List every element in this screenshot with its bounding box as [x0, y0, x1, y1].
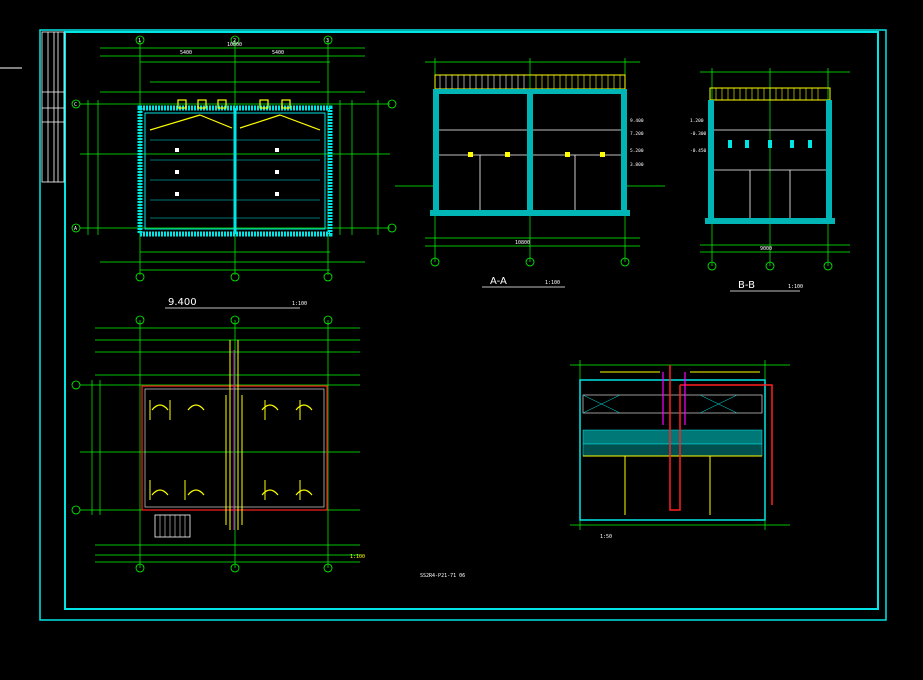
- plan-top-view: 1 2 3 C A 10800 5400 5400: [71, 35, 397, 309]
- section-aa-scale: 1:100: [545, 280, 560, 286]
- axis-1-top: 1: [138, 38, 141, 44]
- elev-6: -0.300: [690, 131, 707, 137]
- section-aa-dim: 10800: [515, 240, 530, 246]
- section-bb-title: B-B: [738, 280, 755, 291]
- elev-2: 7.200: [630, 131, 644, 137]
- detail-scale: 1:50: [600, 534, 612, 540]
- left-title-strip: [41, 31, 65, 183]
- section-aa-title: A-A: [490, 276, 507, 287]
- axis-2-top: 2: [233, 38, 236, 44]
- detail-section: 1:50: [570, 360, 790, 540]
- section-aa: A-A 1:100 10800: [395, 58, 665, 288]
- section-bb: B-B 1:100 9000: [700, 68, 850, 292]
- plan-top-overall-dim: 10800: [227, 42, 242, 48]
- axis-c-left: C: [74, 102, 77, 108]
- drawing-code: SS2R4-P21-71 06: [420, 573, 465, 579]
- outer-sheet-border: [39, 29, 887, 621]
- section-bb-dim: 9000: [760, 246, 772, 252]
- elev-5: 1.200: [690, 118, 704, 124]
- plan-bottom-view: 1:100 SS2R4-P21-71 06: [71, 315, 465, 579]
- plan-top-scale: 1:100: [292, 301, 307, 307]
- inner-sheet-border: [64, 31, 879, 610]
- section-bb-scale: 1:100: [788, 284, 803, 290]
- plan-top-bay1-dim: 5400: [180, 50, 192, 56]
- axis-3-top: 3: [326, 38, 329, 44]
- plan-top-bay2-dim: 5400: [272, 50, 284, 56]
- plan-top-title: 9.400: [168, 297, 197, 308]
- elev-7: -0.450: [690, 148, 707, 154]
- plan-bottom-scale: 1:100: [350, 554, 365, 560]
- axis-a-left: A: [74, 226, 77, 232]
- elev-1: 9.400: [630, 118, 644, 124]
- elev-3: 5.200: [630, 148, 644, 154]
- elev-4: 3.800: [630, 162, 644, 168]
